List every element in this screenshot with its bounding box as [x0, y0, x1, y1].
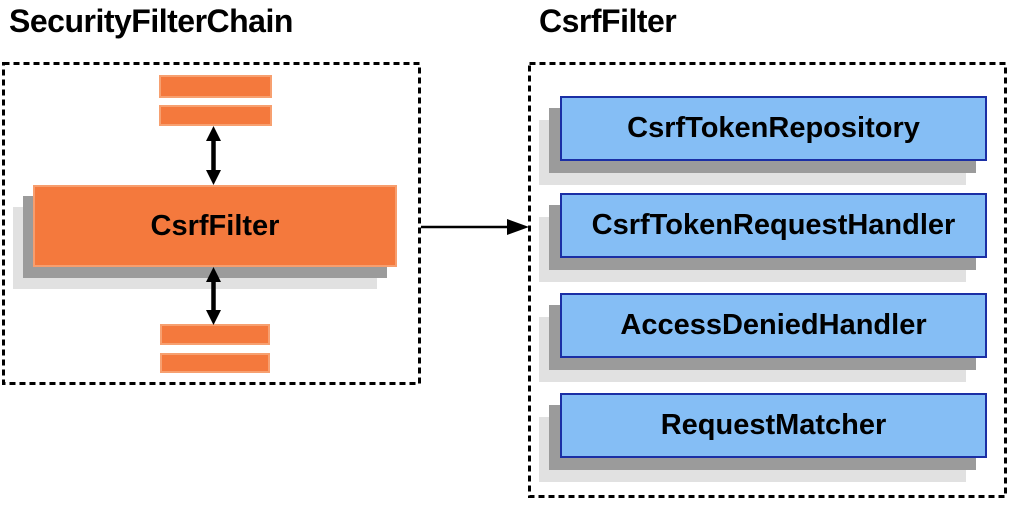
csrf-filter-title: CsrfFilter [539, 3, 677, 39]
csrf-filter-node-box: CsrfFilter [33, 185, 397, 267]
request-matcher-box: RequestMatcher [560, 393, 987, 458]
csrf-token-repository-node: CsrfTokenRepository [539, 96, 987, 185]
filter-chain-bar-top-1 [159, 75, 272, 98]
filter-chain-bar-top-2 [159, 105, 272, 126]
flow-arrow-icon [421, 219, 529, 235]
security-filter-chain-title: SecurityFilterChain [9, 3, 293, 39]
top-bidirectional-arrow-icon [206, 126, 221, 185]
csrf-token-request-handler-label: CsrfTokenRequestHandler [591, 209, 956, 241]
csrf-filter-node-label: CsrfFilter [150, 209, 280, 242]
request-matcher-label: RequestMatcher [660, 409, 887, 441]
access-denied-handler-box: AccessDeniedHandler [560, 293, 987, 358]
csrf-filter-node: CsrfFilter [13, 185, 397, 289]
access-denied-handler-node: AccessDeniedHandler [539, 293, 987, 382]
csrf-token-repository-box: CsrfTokenRepository [560, 96, 987, 161]
csrf-token-repository-label: CsrfTokenRepository [627, 112, 920, 144]
request-matcher-node: RequestMatcher [539, 393, 987, 482]
filter-chain-bar-bottom-2 [160, 353, 270, 373]
csrf-token-request-handler-box: CsrfTokenRequestHandler [560, 193, 987, 258]
filter-chain-bar-bottom-1 [160, 324, 270, 345]
csrf-token-request-handler-node: CsrfTokenRequestHandler [539, 193, 987, 282]
access-denied-handler-label: AccessDeniedHandler [620, 309, 927, 341]
